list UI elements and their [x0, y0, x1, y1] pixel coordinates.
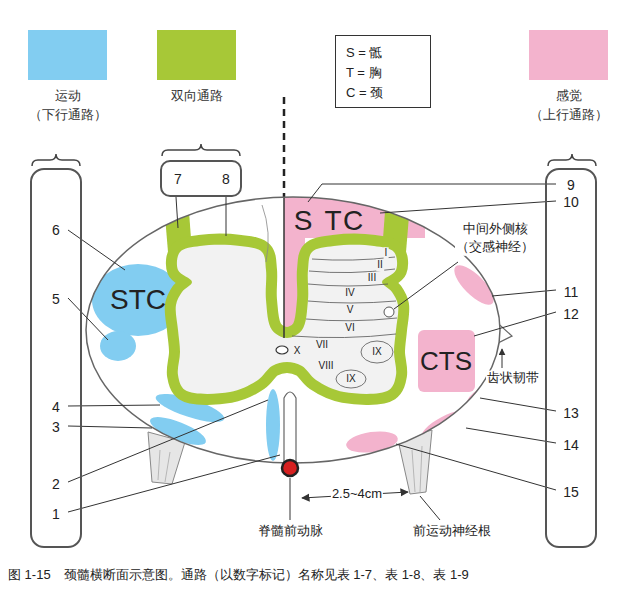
legend-text: 运动 （下行通路） [29, 87, 107, 125]
nucleus-label: 中间外侧核 （交感神经） [455, 220, 535, 256]
callout-number: 1 [52, 506, 60, 523]
callout-number: 2 [52, 476, 60, 493]
drawing-part [466, 428, 556, 443]
drawing-part [336, 370, 366, 388]
median-septum [283, 197, 285, 338]
anterior-fissure [284, 392, 296, 465]
drawing-part [290, 478, 291, 520]
legend-swatch [28, 30, 107, 80]
drawing-part [68, 455, 280, 512]
septum-line [262, 205, 268, 262]
legend-item: 感觉 （上行通路） [529, 30, 608, 80]
drawing-part [474, 312, 556, 336]
tract-letter: S [294, 207, 313, 235]
legend-swatch [157, 30, 236, 80]
drawing-part [380, 201, 556, 213]
callout-number: 10 [563, 194, 579, 211]
drawing-part [68, 298, 108, 340]
lamina-number: IV [344, 287, 355, 299]
lamina-number: VI [344, 322, 355, 334]
motor-tract [147, 411, 209, 450]
ligament-label: 齿状韧带 [486, 371, 540, 386]
drawing-part [308, 184, 556, 202]
drawing-part [308, 301, 396, 303]
brace [162, 144, 240, 156]
lamina-number: VII [315, 339, 329, 351]
drawing-part [292, 334, 396, 338]
drawing-part [68, 400, 268, 482]
sensory-tract [418, 330, 475, 392]
callout-number: 15 [563, 484, 579, 501]
drawing-part [361, 341, 393, 363]
ligament-arrow [502, 349, 503, 368]
nerve-root-line [412, 446, 422, 492]
key-entry: C = 颈 [346, 85, 383, 101]
sensory-tract [345, 428, 399, 455]
lamina-number: X [293, 345, 302, 357]
brace [548, 154, 596, 166]
tract-letter: T [324, 207, 341, 235]
key-box: S = 骶 T = 胸 C = 颈 [335, 35, 431, 108]
midline-dashed [283, 97, 286, 197]
callout-box: 78 [160, 160, 242, 197]
motor-tract [266, 389, 280, 461]
legend-item: 双向通路 [157, 30, 236, 80]
tract-abbrev: STC [110, 286, 166, 314]
anterior-spinal-artery [282, 460, 298, 476]
callout-number: 12 [563, 306, 579, 323]
legend-swatch [529, 30, 608, 80]
dimension-label: 2.5~4cm [331, 487, 383, 502]
lamina-number: I [384, 247, 389, 259]
drawing-part [226, 197, 227, 236]
brace [32, 154, 80, 166]
callout-number: 4 [52, 399, 60, 416]
key-entry: S = 骶 [346, 45, 383, 61]
sensory-tract [417, 404, 476, 448]
intermediolateral-nucleus [384, 307, 394, 317]
figure-caption: 图 1-15 颈髓横断面示意图。通路（以数字标记）名称见表 1-7、表 1-8、… [8, 566, 469, 584]
lamina-number: II [376, 259, 384, 271]
callout-number: 3 [52, 419, 60, 436]
grey-matter [176, 245, 399, 394]
sensory-tract [449, 260, 500, 311]
nerve-root-line [158, 450, 170, 482]
tract-abbrev: CTS [420, 348, 472, 374]
callout-number: 8 [222, 171, 230, 188]
drawing-part [394, 262, 458, 309]
drawing-part [176, 197, 178, 228]
callout-number: 5 [52, 291, 60, 308]
legend-item: 运动 （下行通路） [28, 30, 107, 80]
key-entry: T = 胸 [346, 65, 382, 81]
callout-number: 14 [563, 437, 579, 454]
artery-label: 脊髓前动脉 [258, 524, 323, 539]
callout-number: 6 [52, 222, 60, 239]
legend-text: 感觉 （上行通路） [530, 87, 608, 125]
legend-text: 双向通路 [171, 87, 223, 106]
callout-number: 7 [174, 171, 182, 188]
drawing-part [68, 230, 125, 270]
bidirectional-band [176, 245, 399, 394]
callout-panel: 6 5 4 3 2 1 [30, 168, 82, 548]
drawing-part [306, 318, 397, 321]
lamina-number: V [346, 304, 355, 316]
drawing-part [308, 284, 388, 286]
callout-number: 13 [563, 405, 579, 422]
laminae-lines [292, 257, 397, 388]
central-canal [276, 346, 288, 354]
lamina-number: III [367, 272, 377, 284]
lamina-number: VIII [317, 360, 334, 372]
lamina-number: IX [345, 373, 356, 385]
leader-lines [68, 184, 556, 520]
callout-number: 11 [564, 284, 579, 301]
root-label: 前运动神经根 [413, 524, 491, 539]
drawing-part [420, 496, 440, 520]
drawing-part [396, 444, 556, 490]
tract-letter: C [343, 207, 363, 235]
callout-number: 9 [567, 177, 575, 194]
sensory-tract [463, 384, 493, 413]
lamina-number: IX [371, 346, 382, 358]
motor-tract [100, 331, 136, 361]
callout-panel: 910 11 12 13 14 15 [545, 168, 597, 548]
